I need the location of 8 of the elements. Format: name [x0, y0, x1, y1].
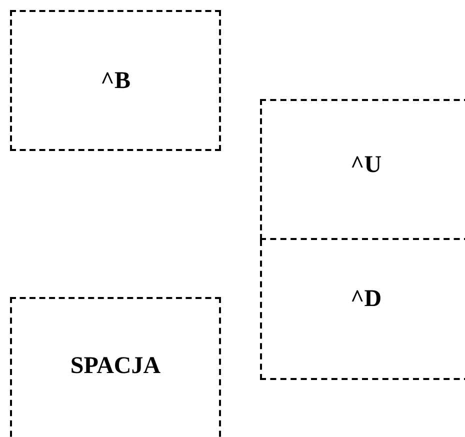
- key-label: ^D: [350, 287, 382, 311]
- dashed-box: [10, 297, 221, 437]
- key-label: ^B: [100, 68, 130, 92]
- dashed-box: [10, 10, 221, 151]
- dashed-box: [260, 99, 465, 240]
- dashed-box: [260, 240, 465, 380]
- key-label: ^U: [350, 152, 382, 176]
- key-label: SPACJA: [70, 354, 161, 378]
